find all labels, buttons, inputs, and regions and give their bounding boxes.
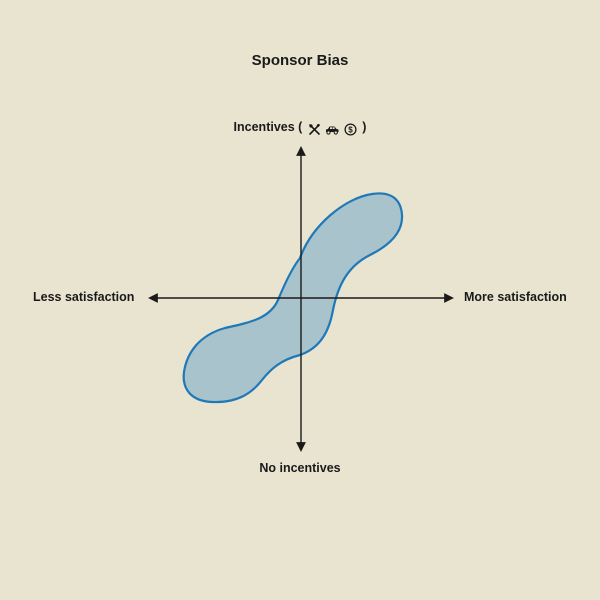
top-axis-text: Incentives xyxy=(233,120,295,134)
incentive-icons: $ xyxy=(308,122,357,136)
top-axis-paren-close: ) xyxy=(362,120,367,134)
car-icon xyxy=(326,126,339,135)
right-axis-label: More satisfaction xyxy=(464,290,567,304)
top-axis-label: Incentives ( $ ) xyxy=(0,120,600,136)
diagram-title: Sponsor Bias xyxy=(251,52,349,69)
utensils-icon xyxy=(309,123,320,136)
top-axis-paren-open: ( xyxy=(298,120,303,134)
dollar-coin-icon: $ xyxy=(344,123,357,136)
left-axis-label: Less satisfaction xyxy=(33,290,135,304)
bottom-axis-label: No incentives xyxy=(259,461,341,475)
svg-text:$: $ xyxy=(348,126,353,135)
